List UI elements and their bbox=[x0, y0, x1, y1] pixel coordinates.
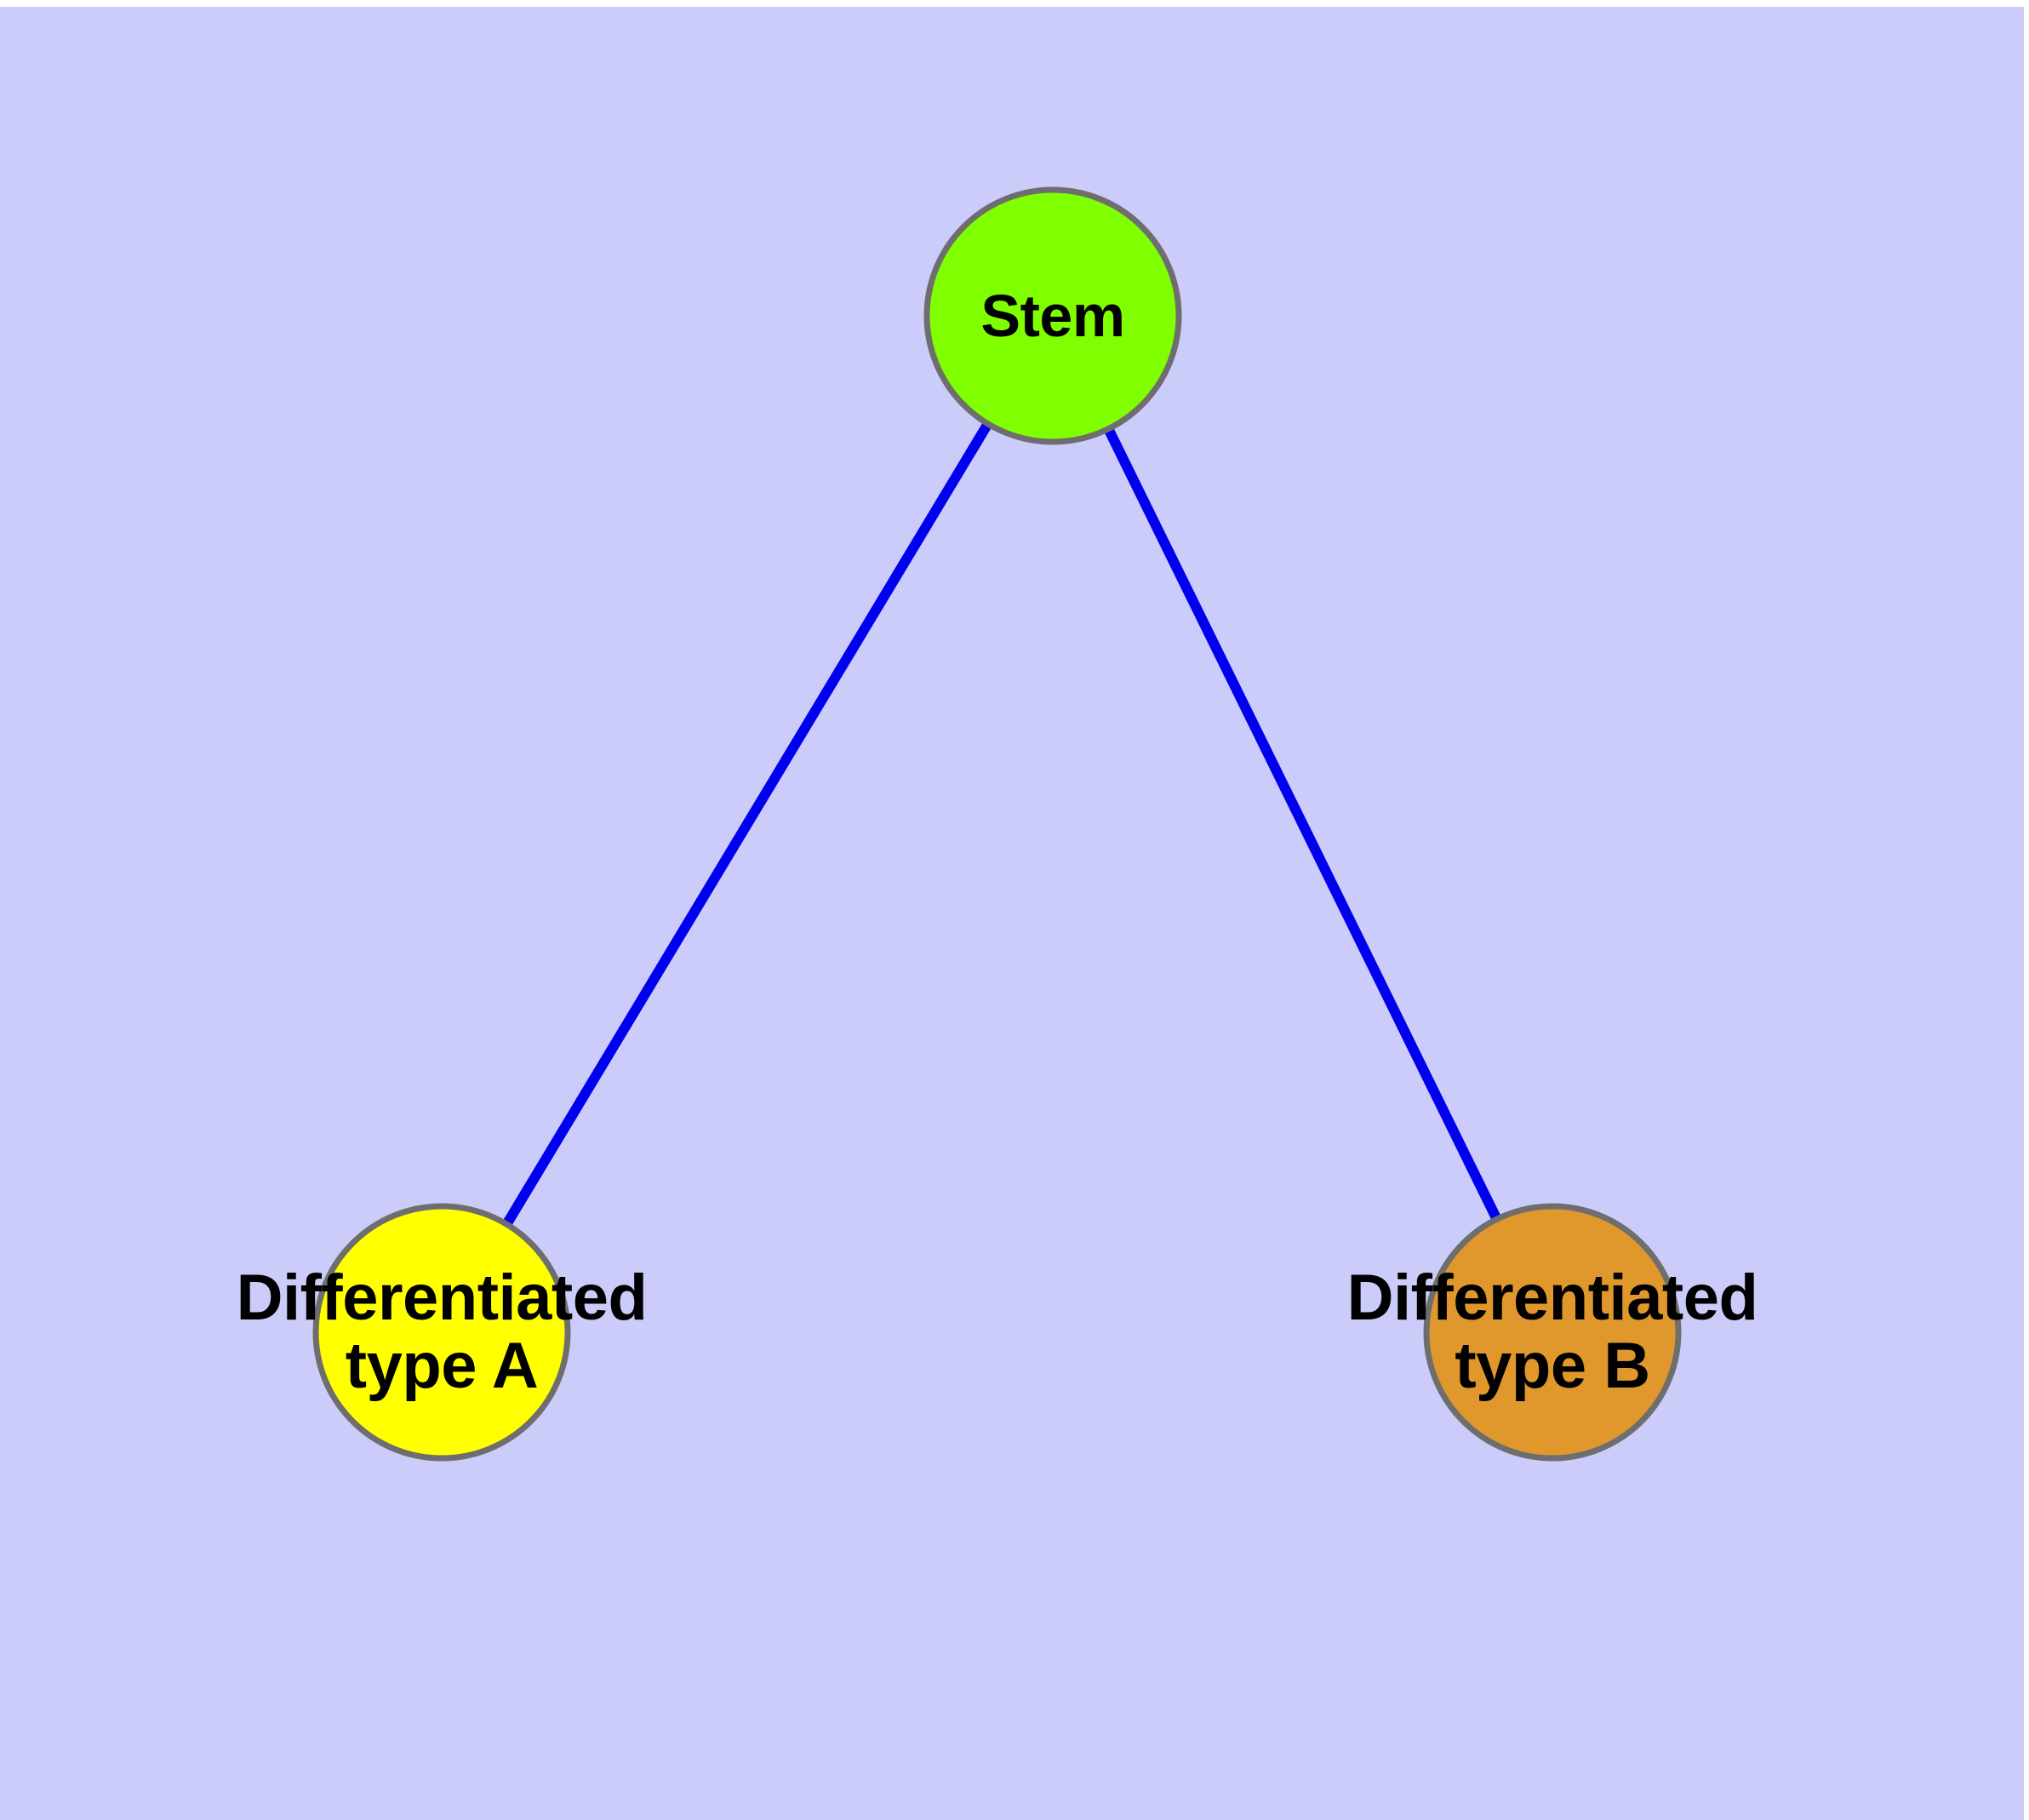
node-stem[interactable] bbox=[923, 186, 1182, 445]
node-differentiated-type-b[interactable] bbox=[1423, 1203, 1682, 1462]
edge-stem-to-differentiated-type-b[interactable] bbox=[1103, 426, 1502, 1222]
edge-layer bbox=[502, 421, 1502, 1228]
node-layer bbox=[312, 186, 1682, 1462]
edge-stem-to-differentiated-type-a[interactable] bbox=[502, 421, 992, 1228]
node-differentiated-type-a[interactable] bbox=[312, 1203, 571, 1462]
